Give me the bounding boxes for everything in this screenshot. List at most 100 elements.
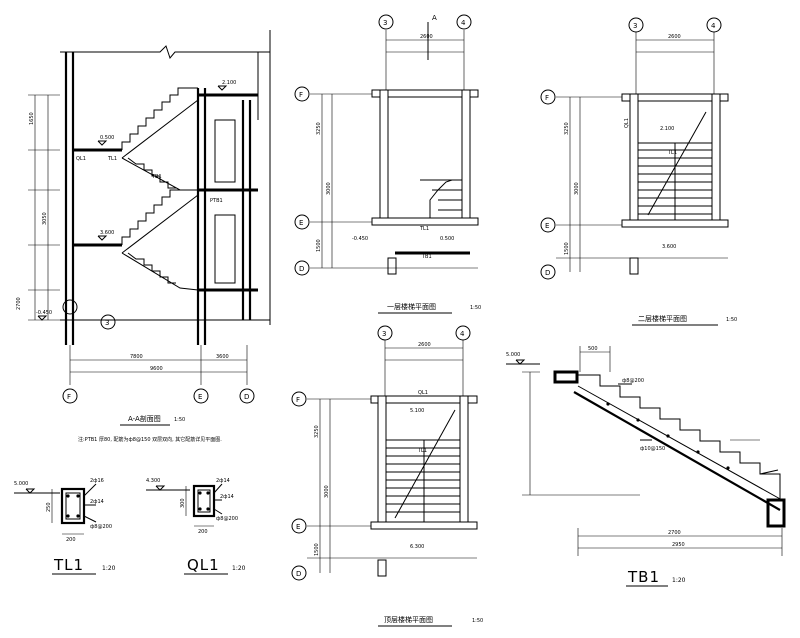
section-axis-f: F (67, 393, 71, 401)
plan3-title: 顶层楼梯平面图 (384, 615, 433, 624)
section-axis-ref-circle (100, 314, 116, 330)
section-title: A-A剖面图 (128, 414, 161, 423)
plan2-scale: 1:50 (726, 317, 737, 323)
plan2-label-ql1: QL1 (624, 118, 630, 128)
section-note: 注:PTB1 厚80, 配筋为ф8@150 双层双向, 其它配筋详见平面图. (78, 436, 222, 443)
section-a-a: 1650 3050 2700 0.500 2.100 3.600 -0.450 … (16, 30, 271, 443)
ql1-title: QL1 (187, 556, 220, 574)
plan3-elev-1: 6.300 (410, 544, 424, 550)
detail-ql1: 4.300 2ф14 2ф14 ф8@200 300 200 QL1 1:20 (146, 478, 246, 575)
tb1-span: 2950 (672, 542, 685, 548)
section-label-tl1: TL1 (107, 156, 117, 162)
plan1-axis-d: D (299, 265, 304, 273)
plan1-axis-e: E (299, 219, 303, 227)
plan3-dim-side-0: 3250 (314, 425, 320, 438)
tl1-rebar-1: 2ф14 (90, 499, 104, 505)
plan2-dim-side-2: 1500 (564, 242, 570, 255)
plan1-axis-3-circle (378, 14, 394, 30)
tl1-height: 250 (46, 502, 52, 512)
plan3-axis-4: 4 (460, 330, 465, 338)
ql1-elev: 4.300 (146, 478, 160, 484)
plan3-label-tl1: TL1 (417, 448, 427, 454)
plan2-axis-f: F (545, 94, 549, 102)
plan3-axis-3: 3 (382, 330, 386, 338)
plan3-axis-d: D (296, 570, 301, 578)
plan-level-top: 3 4 2600 F E D 3250 3000 1500 5.100 6.30… (291, 325, 483, 627)
ql1-width: 200 (198, 529, 208, 535)
section-axis-e-circle (193, 388, 209, 404)
plan1-axis-f-circle (294, 86, 310, 102)
plan2-axis-e: E (545, 222, 549, 230)
tl1-width: 200 (66, 537, 76, 543)
plan1-scale: 1:50 (470, 305, 481, 311)
section-axis-d-circle (239, 388, 255, 404)
tb1-title: TB1 (627, 568, 660, 586)
ql1-height: 300 (180, 498, 186, 508)
section-elev-1: 2.100 (222, 80, 236, 86)
plan2-elev-0: 2.100 (660, 126, 674, 132)
plan2-axis-d-circle (540, 264, 556, 280)
plan2-axis-d: D (545, 269, 550, 277)
section-axis-f-circle (62, 388, 78, 404)
section-dim-left-2: 2700 (16, 297, 22, 310)
tl1-title: TL1 (53, 556, 84, 574)
section-label-ptb1: PTB1 (210, 198, 223, 204)
plan2-title: 二层楼梯平面图 (638, 314, 687, 323)
tl1-rebar-2: ф8@200 (90, 524, 112, 530)
plan1-dim-top: 2600 (420, 34, 433, 40)
plan1-elev-0: -0.450 (352, 236, 368, 242)
plan1-label-tb1: TB1 (421, 254, 432, 260)
plan3-axis-e: E (296, 523, 300, 531)
section-axis-e: E (198, 393, 202, 401)
tb1-rebar-1: ф10@150 (640, 446, 665, 452)
section-axis-d: D (244, 393, 249, 401)
plan1-dim-side-1: 3000 (326, 182, 332, 195)
plan3-dim-side-2: 1500 (314, 543, 320, 556)
section-dim-left-1: 3050 (42, 212, 48, 225)
tb1-rebar-0: ф8@200 (622, 378, 644, 384)
plan1-axis-3: 3 (383, 19, 387, 27)
plan3-axis-f-circle (291, 391, 307, 407)
plan1-axis-4: 4 (461, 19, 466, 27)
plan1-elev-1: 0.500 (440, 236, 454, 242)
ql1-rebar-2: ф8@200 (216, 516, 238, 522)
plan3-axis-d-circle (291, 565, 307, 581)
section-dim-left-0: 1650 (29, 112, 35, 125)
ql1-rebar-0: 2ф14 (216, 478, 230, 484)
plan2-dim-side-0: 3250 (564, 122, 570, 135)
section-elev-3: -0.450 (36, 310, 52, 316)
plan1-title: 一层楼梯平面图 (387, 302, 436, 311)
plan1-axis-4-circle (456, 14, 472, 30)
plan1-dim-side-2: 1500 (316, 239, 322, 252)
section-dim-bottom-0: 7800 (130, 354, 143, 360)
plan1-axis-e-circle (294, 214, 310, 230)
tb1-elev: 5.000 (506, 352, 520, 358)
plan2-dim-top: 2600 (668, 34, 681, 40)
plan2-axis-4: 4 (711, 22, 716, 30)
tl1-rebar-0: 2ф16 (90, 478, 104, 484)
plan3-scale: 1:50 (472, 618, 483, 624)
section-label-ql1: QL1 (76, 156, 86, 162)
plan1-label-tl1: TL1 (419, 226, 429, 232)
tl1-scale: 1:20 (102, 565, 116, 572)
plan3-axis-f: F (296, 396, 300, 404)
plan3-label-ql1: QL1 (418, 390, 428, 396)
plan-level-2: 3 4 2600 F E D 3250 3000 1500 2.100 3.60… (540, 17, 737, 326)
section-scale: 1:50 (174, 417, 185, 423)
plan2-dim-side-1: 3000 (574, 182, 580, 195)
plan1-axis-d-circle (294, 260, 310, 276)
tb1-bottom-dim: 2700 (668, 530, 681, 536)
tb1-scale: 1:20 (672, 577, 686, 584)
ql1-scale: 1:20 (232, 565, 246, 572)
tl1-elev: 5.000 (14, 481, 28, 487)
section-axis-ref: 3 (105, 319, 109, 327)
detail-tl1: 5.000 2ф16 2ф14 ф8@200 250 200 TL1 1:20 (14, 478, 116, 575)
section-elev-2: 3.600 (100, 230, 114, 236)
plan2-label-tl1: TL1 (667, 150, 677, 156)
plan1-dim-side-0: 3250 (316, 122, 322, 135)
section-label-tb1: TB1 (151, 174, 162, 180)
detail-tb1: 5.000 500 ф8@200 ф10@150 2700 2950 TB1 1… (506, 346, 786, 587)
plan3-elev-0: 5.100 (410, 408, 424, 414)
plan3-dim-side-1: 3000 (324, 485, 330, 498)
